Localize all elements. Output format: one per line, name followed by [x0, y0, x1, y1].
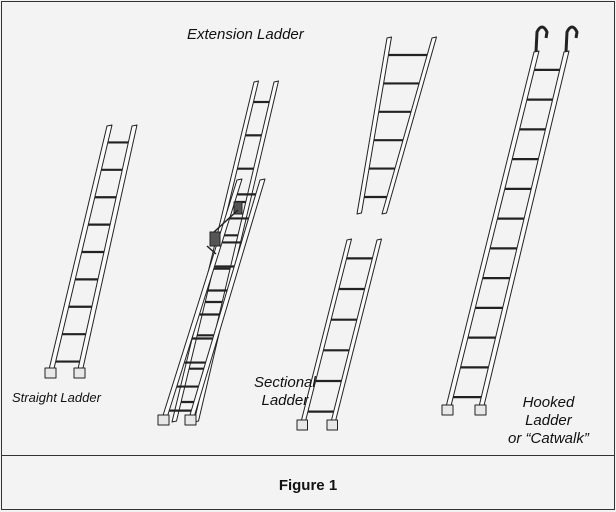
hooked-ladder [441, 25, 579, 416]
hook-icon [534, 25, 549, 53]
sectional-ladder-top [356, 36, 437, 215]
label-hooked-line2: Ladder [525, 412, 572, 429]
label-hooked-ladder: Hooked Ladder or “Catwalk” [508, 394, 589, 448]
label-straight-ladder: Straight Ladder [12, 390, 101, 405]
label-hooked-line3: or “Catwalk” [508, 430, 589, 447]
label-hooked-line1: Hooked [522, 394, 575, 411]
sectional-ladder-bottom [296, 238, 382, 431]
hooked-ladder-foot [441, 404, 454, 416]
straight-ladder-foot [73, 367, 86, 379]
extension-ladder-base-foot [157, 414, 170, 426]
figure-caption-bar: Figure 1 [2, 455, 614, 509]
label-sectional-line1: Sectional [254, 374, 316, 391]
hook-icon [564, 25, 579, 53]
extension-ladder-fly [171, 80, 279, 423]
label-extension-ladder: Extension Ladder [187, 26, 304, 43]
sectional-ladder-top-rail-right [381, 36, 437, 215]
label-sectional-ladder: Sectional Ladder [254, 374, 316, 410]
label-sectional-line2: Ladder [261, 392, 309, 409]
extension-ladder-base [157, 178, 266, 426]
sectional-ladder-top-rail-left [356, 36, 392, 215]
sectional-ladder-bottom-rail-right [328, 238, 382, 431]
sectional-ladder-bottom-foot [326, 419, 338, 431]
sectional-ladder-bottom-foot [296, 419, 308, 431]
extension-ladder-base-foot [184, 414, 197, 426]
ladders-drawing [44, 25, 579, 431]
straight-ladder-foot [44, 367, 57, 379]
hooked-ladder-foot [474, 404, 487, 416]
figure-caption: Figure 1 [278, 477, 338, 494]
extension-pawls [206, 201, 243, 255]
straight-ladder [44, 124, 138, 379]
